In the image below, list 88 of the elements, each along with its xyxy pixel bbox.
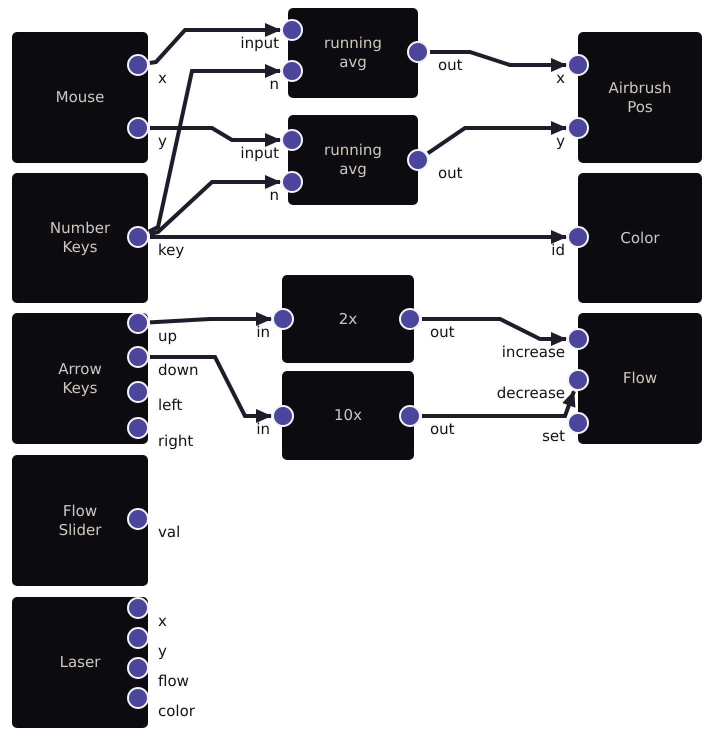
port-circle [567,117,589,139]
module-box [282,275,414,363]
port-label: val [158,524,180,541]
port-label: in [256,421,270,438]
module-box [578,173,702,303]
port-label: increase [502,344,565,361]
port-label: x [556,70,565,87]
port-label: input [240,35,279,52]
module-name: 2x [338,310,358,328]
port-label: y [158,643,167,660]
port-label: out [438,165,463,182]
port-label: decrease [496,385,565,402]
port-circle [127,312,149,334]
port-circle [567,412,589,434]
arrow [422,317,567,346]
arrow [426,121,567,155]
module-box [288,8,418,98]
port-circle [407,41,429,63]
port-label: out [430,421,455,438]
arrow [150,312,272,326]
module-box [12,32,148,163]
module-name: Arrow Keys [57,360,103,398]
port-label: right [158,433,194,450]
port-circle [127,346,149,368]
module-box [282,371,414,460]
port-circle [127,687,149,709]
port-circle [272,308,294,330]
module-box [578,32,702,163]
module-name: running avg [323,34,383,72]
module-name: Mouse [56,88,104,107]
port-circle [127,627,149,649]
port-label: up [158,328,178,345]
module-box [12,173,148,303]
port-label: id [551,242,565,259]
port-label: key [158,242,184,259]
port-label: left [158,397,182,414]
port-circle [127,381,149,403]
module-name: running avg [323,141,383,179]
arrow [430,50,567,72]
port-circle [281,60,303,82]
port-circle [272,405,294,427]
port-label: input [240,145,279,162]
port-label: color [158,703,195,720]
port-circle [567,328,589,350]
port-label: x [158,613,167,630]
port-circle [127,508,149,530]
module-name: Flow Slider [58,502,102,540]
port-circle [281,19,303,41]
port-circle [567,54,589,76]
module-name: 10x [334,406,362,425]
arrow [422,390,576,418]
port-circle [127,117,149,139]
module-box [12,455,148,586]
module-box [288,115,418,205]
port-circle [281,171,303,193]
module-name: Color [620,228,660,248]
port-label: down [158,362,198,379]
arrow [150,23,281,65]
arrow [150,230,567,244]
module-name: Laser [60,653,100,672]
port-label: n [269,76,279,93]
module-name: Flow [622,369,658,388]
port-label: y [556,133,565,150]
port-circle [127,657,149,679]
module-box [578,313,702,444]
port-label: flow [158,673,189,690]
port-circle [281,129,303,151]
arrow [150,355,272,423]
module-box [12,313,148,444]
port-label: in [256,324,270,341]
port-label: y [158,133,167,150]
port-label: set [542,428,565,445]
arrow [150,126,281,147]
port-label: n [269,187,279,204]
module-box [12,597,148,728]
arrow [149,175,281,236]
arrow [148,64,281,234]
port-label: out [430,324,455,341]
port-circle [127,226,149,248]
module-name: Number Keys [48,219,112,257]
port-circle [127,54,149,76]
port-circle [567,226,589,248]
port-circle [567,369,589,391]
port-circle [127,597,149,619]
port-circle [127,417,149,439]
port-label: x [158,70,167,87]
module-name: Airbrush Pos [607,78,673,116]
port-label: out [438,57,463,74]
